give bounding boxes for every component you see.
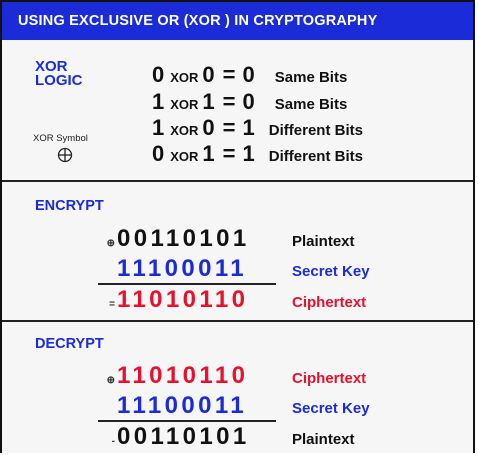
xor-symbol-label: XOR Symbol [33,133,88,144]
equals-operator: = [109,299,115,310]
operand-a: 0 [152,141,165,166]
secret-key-tag: Secret Key [292,263,370,280]
encrypt-section: ENCRYPT ⊕ 00110101 Plaintext 11100011 Se… [2,182,473,320]
encrypt-plaintext-row: ⊕ 00110101 Plaintext [97,225,355,255]
secret-key-tag: Secret Key [292,400,370,417]
operand-b: 0 [202,62,215,87]
note: Same Bits [274,96,348,113]
xor-word: XOR [170,97,199,112]
ciphertext-tag: Ciphertext [292,294,367,311]
note: Same Bits [274,69,348,86]
plaintext-bits: 00110101 [117,423,250,450]
decrypt-key-row: 11100011 Secret Key [97,392,370,422]
xor-label-line2: LOGIC [35,72,83,89]
secret-key-bits: 11100011 [117,392,248,419]
operand-a: 1 [152,115,165,140]
equals-sign: = [222,62,236,87]
operand-b: 1 [202,89,215,114]
xor-logic-section: XOR LOGIC XOR Symbol 0 XOR 0 = 0 Same Bi… [2,40,473,180]
xor-word: XOR [170,70,199,85]
sum-line [98,283,276,285]
truth-row: 1 XOR 0 = 1 Different Bits [152,115,363,141]
equals-sign: = [222,141,236,166]
plaintext-bits: 00110101 [117,225,250,252]
page-title: USING EXCLUSIVE OR (XOR ) IN CRYPTOGRAPH… [18,13,378,29]
ciphertext-bits: 11010110 [117,286,249,313]
xor-logic-label: XOR LOGIC [35,58,83,89]
operand-b: 0 [202,115,215,140]
equals-operator: - [111,436,115,447]
section-divider [2,180,473,182]
operand-a: 0 [152,62,165,87]
equals-sign: = [222,115,236,140]
result: 0 [242,62,255,87]
ciphertext-bits: 11010110 [117,362,249,389]
plaintext-tag: Plaintext [292,233,355,250]
result: 0 [242,89,255,114]
encrypt-ciphertext-row: = 11010110 Ciphertext [97,286,366,316]
plaintext-tag: Plaintext [292,431,355,448]
decrypt-ciphertext-row: ⊕ 11010110 Ciphertext [97,362,367,392]
note: Different Bits [268,148,363,165]
sum-line [98,420,276,422]
xor-label-line1: XOR [35,58,68,75]
title-bar: USING EXCLUSIVE OR (XOR ) IN CRYPTOGRAPH… [2,2,473,40]
secret-key-bits: 11100011 [117,255,248,282]
truth-row: 0 XOR 1 = 1 Different Bits [152,141,363,167]
decrypt-title: DECRYPT [35,336,104,352]
decrypt-section: DECRYPT ⊕ 11010110 Ciphertext 11100011 S… [2,322,473,453]
truth-row: 0 XOR 0 = 0 Same Bits [152,62,347,88]
operand-a: 1 [152,89,165,114]
result: 1 [242,141,255,166]
encrypt-key-row: 11100011 Secret Key [97,255,370,285]
section-divider [2,320,473,322]
truth-row: 1 XOR 1 = 0 Same Bits [152,89,347,115]
xor-operator: ⊕ [106,375,115,386]
xor-operator: ⊕ [106,238,115,249]
xor-word: XOR [170,149,199,164]
note: Different Bits [268,122,363,139]
result: 1 [242,115,255,140]
equals-sign: = [222,89,236,114]
circled-plus-icon [57,147,73,163]
operand-b: 1 [202,141,215,166]
decrypt-plaintext-row: - 00110101 Plaintext [97,423,355,453]
xor-word: XOR [170,123,199,138]
ciphertext-tag: Ciphertext [292,370,367,387]
encrypt-title: ENCRYPT [35,198,104,214]
